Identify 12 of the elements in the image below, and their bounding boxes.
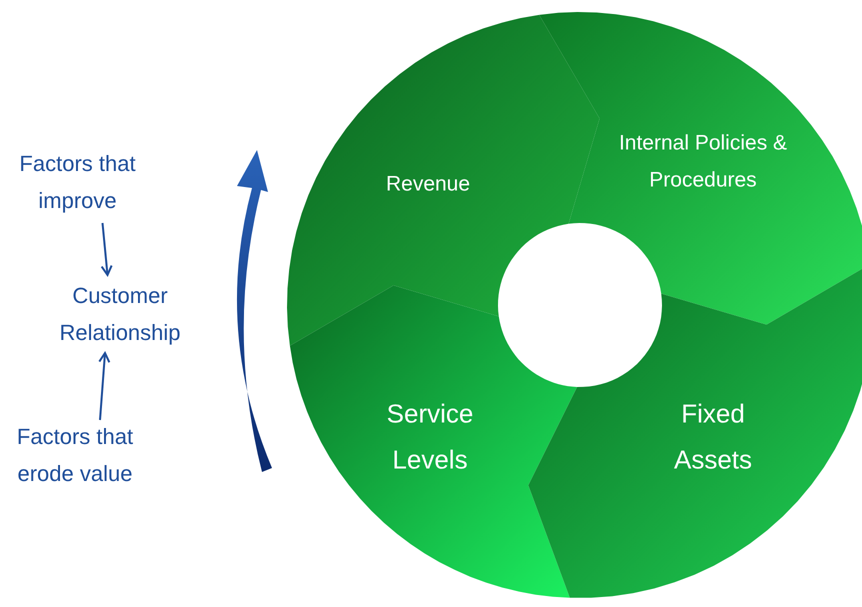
segment-label: Revenue [384, 172, 472, 198]
wheel-segment [287, 14, 600, 346]
side-label: Factors that improve [5, 145, 150, 219]
arrow [98, 352, 110, 420]
segment-label: Internal Policies & Procedures [618, 130, 788, 193]
side-label: Factors that erode value [0, 418, 150, 492]
segment-label: Fixed Assets [672, 398, 754, 476]
side-label: Customer Relationship [35, 277, 205, 351]
wheel-segment [289, 285, 578, 598]
segment-label: Service Levels [386, 398, 474, 476]
arrow [100, 222, 113, 276]
wheel-segment [539, 12, 862, 325]
